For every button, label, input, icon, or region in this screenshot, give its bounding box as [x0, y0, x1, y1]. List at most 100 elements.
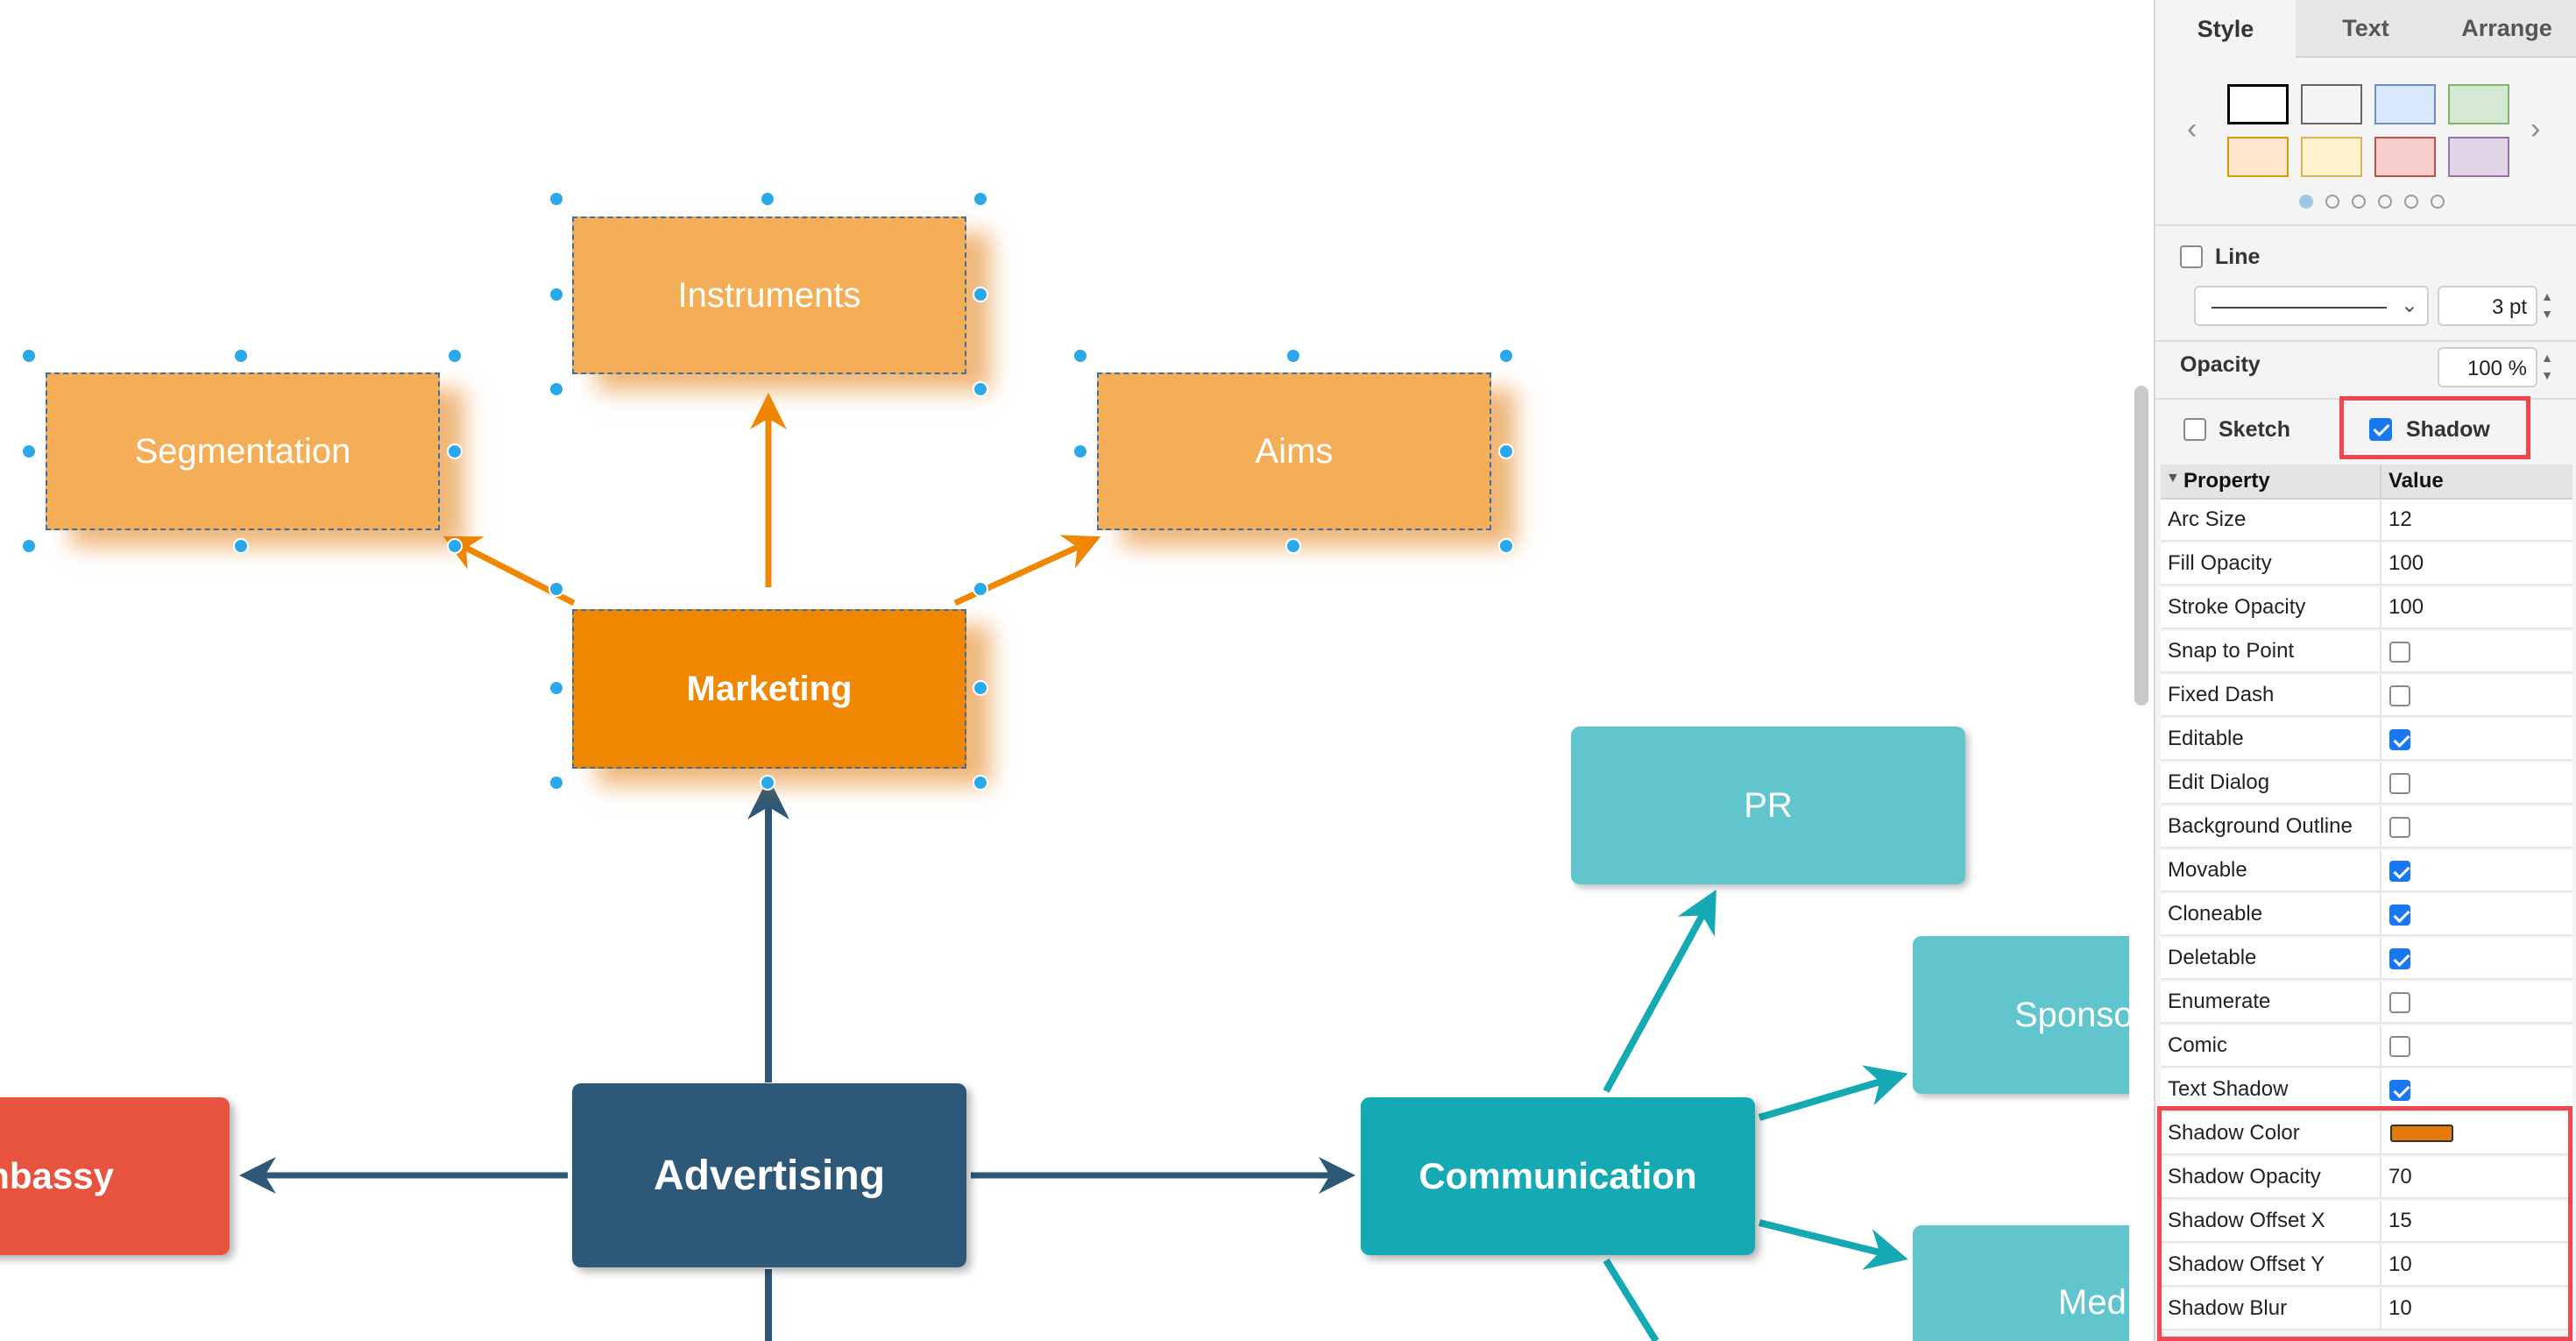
sketch-label: Sketch	[2219, 417, 2290, 442]
node-aims[interactable]: Aims	[1097, 372, 1491, 530]
style-swatch[interactable]	[2448, 84, 2509, 124]
resize-handle[interactable]	[548, 381, 564, 397]
page-dot[interactable]	[2431, 195, 2445, 209]
resize-handle[interactable]	[973, 381, 988, 397]
resize-handle[interactable]	[973, 581, 988, 597]
property-checkbox[interactable]	[2389, 685, 2410, 706]
resize-handle[interactable]	[1285, 348, 1301, 364]
property-checkbox[interactable]	[2389, 773, 2410, 794]
shadow-checkbox[interactable]	[2369, 418, 2392, 441]
node-label: Marketing	[686, 669, 853, 708]
property-value[interactable]: 12	[2388, 507, 2412, 531]
connector-communication-sponsorship	[1758, 1065, 1908, 1121]
resize-handle[interactable]	[1072, 443, 1088, 459]
resize-handle[interactable]	[447, 443, 463, 459]
style-swatch[interactable]	[2301, 137, 2362, 177]
resize-handle[interactable]	[973, 287, 988, 302]
page-dot[interactable]	[2404, 195, 2418, 209]
tab-arrange[interactable]: Arrange	[2436, 0, 2576, 58]
page-dot[interactable]	[2299, 195, 2313, 209]
node-advertising[interactable]: Advertising	[572, 1083, 966, 1267]
property-name: Text Shadow	[2168, 1077, 2289, 1101]
tab-style[interactable]: Style	[2155, 0, 2296, 58]
resize-handle[interactable]	[21, 348, 37, 364]
resize-handle[interactable]	[548, 581, 564, 597]
property-checkbox[interactable]	[2389, 948, 2410, 969]
resize-handle[interactable]	[973, 680, 988, 696]
property-checkbox[interactable]	[2389, 992, 2410, 1013]
property-checkbox[interactable]	[2389, 817, 2410, 838]
resize-handle[interactable]	[447, 538, 463, 554]
tab-label: Style	[2197, 15, 2254, 42]
resize-handle[interactable]	[21, 443, 37, 459]
line-checkbox[interactable]	[2180, 245, 2203, 268]
column-divider	[2380, 631, 2381, 671]
resize-handle[interactable]	[233, 348, 249, 364]
node-sponsorship[interactable]: Sponso	[1913, 936, 2129, 1094]
resize-handle[interactable]	[1285, 538, 1301, 554]
property-value[interactable]: 15	[2388, 1209, 2412, 1232]
style-swatch[interactable]	[2301, 84, 2362, 124]
tab-text[interactable]: Text	[2296, 0, 2436, 58]
resize-handle[interactable]	[1498, 348, 1514, 364]
node-pr[interactable]: PR	[1571, 727, 1965, 884]
node-communication[interactable]: Communication	[1361, 1097, 1755, 1255]
style-swatch[interactable]	[2227, 137, 2289, 177]
style-swatch[interactable]	[2374, 137, 2436, 177]
shadow-color-swatch[interactable]	[2390, 1125, 2453, 1142]
stepper-icon[interactable]: ▲▼	[2541, 351, 2553, 382]
style-swatch[interactable]	[2227, 84, 2289, 124]
stepper-icon[interactable]: ▲▼	[2541, 289, 2553, 321]
node-instruments[interactable]: Instruments	[572, 216, 966, 374]
property-value[interactable]: 100	[2388, 551, 2424, 575]
column-divider	[2380, 587, 2381, 628]
page-dot[interactable]	[2325, 195, 2339, 209]
property-value[interactable]: 70	[2388, 1165, 2412, 1188]
page-dot[interactable]	[2352, 195, 2366, 209]
canvas-scrollbar[interactable]	[2134, 386, 2148, 706]
property-checkbox[interactable]	[2389, 905, 2410, 926]
resize-handle[interactable]	[760, 775, 775, 791]
property-value[interactable]: 100	[2388, 595, 2424, 619]
resize-handle[interactable]	[1498, 443, 1514, 459]
collapse-triangle-icon[interactable]: ▼	[2166, 471, 2180, 486]
sketch-checkbox[interactable]	[2183, 418, 2206, 441]
column-divider	[2380, 982, 2381, 1022]
node-media[interactable]: Med	[1913, 1225, 2129, 1341]
line-style-select[interactable]: ⌄	[2194, 286, 2429, 326]
resize-handle[interactable]	[973, 775, 988, 791]
property-checkbox[interactable]	[2389, 1080, 2410, 1101]
resize-handle[interactable]	[447, 348, 463, 364]
property-name: Fill Opacity	[2168, 551, 2272, 575]
property-value[interactable]: 10	[2388, 1252, 2412, 1276]
page-dot[interactable]	[2378, 195, 2392, 209]
opacity-input[interactable]: 100 %	[2438, 347, 2537, 387]
chevron-right-icon[interactable]: ›	[2530, 112, 2541, 145]
node-label: Instruments	[677, 275, 861, 315]
resize-handle[interactable]	[548, 287, 564, 302]
style-swatch[interactable]	[2448, 137, 2509, 177]
chevron-left-icon[interactable]: ‹	[2187, 112, 2197, 145]
resize-handle[interactable]	[1072, 348, 1088, 364]
property-value[interactable]: 10	[2388, 1296, 2412, 1320]
property-name: Movable	[2168, 858, 2247, 882]
node-segmentation[interactable]: Segmentation	[46, 372, 440, 530]
resize-handle[interactable]	[21, 538, 37, 554]
style-swatch[interactable]	[2374, 84, 2436, 124]
node-marketing[interactable]: Marketing	[572, 609, 966, 769]
resize-handle[interactable]	[1498, 538, 1514, 554]
property-checkbox[interactable]	[2389, 642, 2410, 663]
property-checkbox[interactable]	[2389, 1036, 2410, 1057]
resize-handle[interactable]	[548, 680, 564, 696]
line-width-input[interactable]: 3 pt	[2438, 286, 2537, 326]
property-checkbox[interactable]	[2389, 729, 2410, 750]
resize-handle[interactable]	[760, 191, 775, 207]
resize-handle[interactable]	[548, 191, 564, 207]
line-width-value: 3 pt	[2491, 295, 2527, 319]
resize-handle[interactable]	[233, 538, 249, 554]
resize-handle[interactable]	[973, 191, 988, 207]
diagram-canvas[interactable]: Instruments Segmentation Aims Marketing …	[0, 0, 2129, 1341]
property-checkbox[interactable]	[2389, 861, 2410, 882]
resize-handle[interactable]	[548, 775, 564, 791]
